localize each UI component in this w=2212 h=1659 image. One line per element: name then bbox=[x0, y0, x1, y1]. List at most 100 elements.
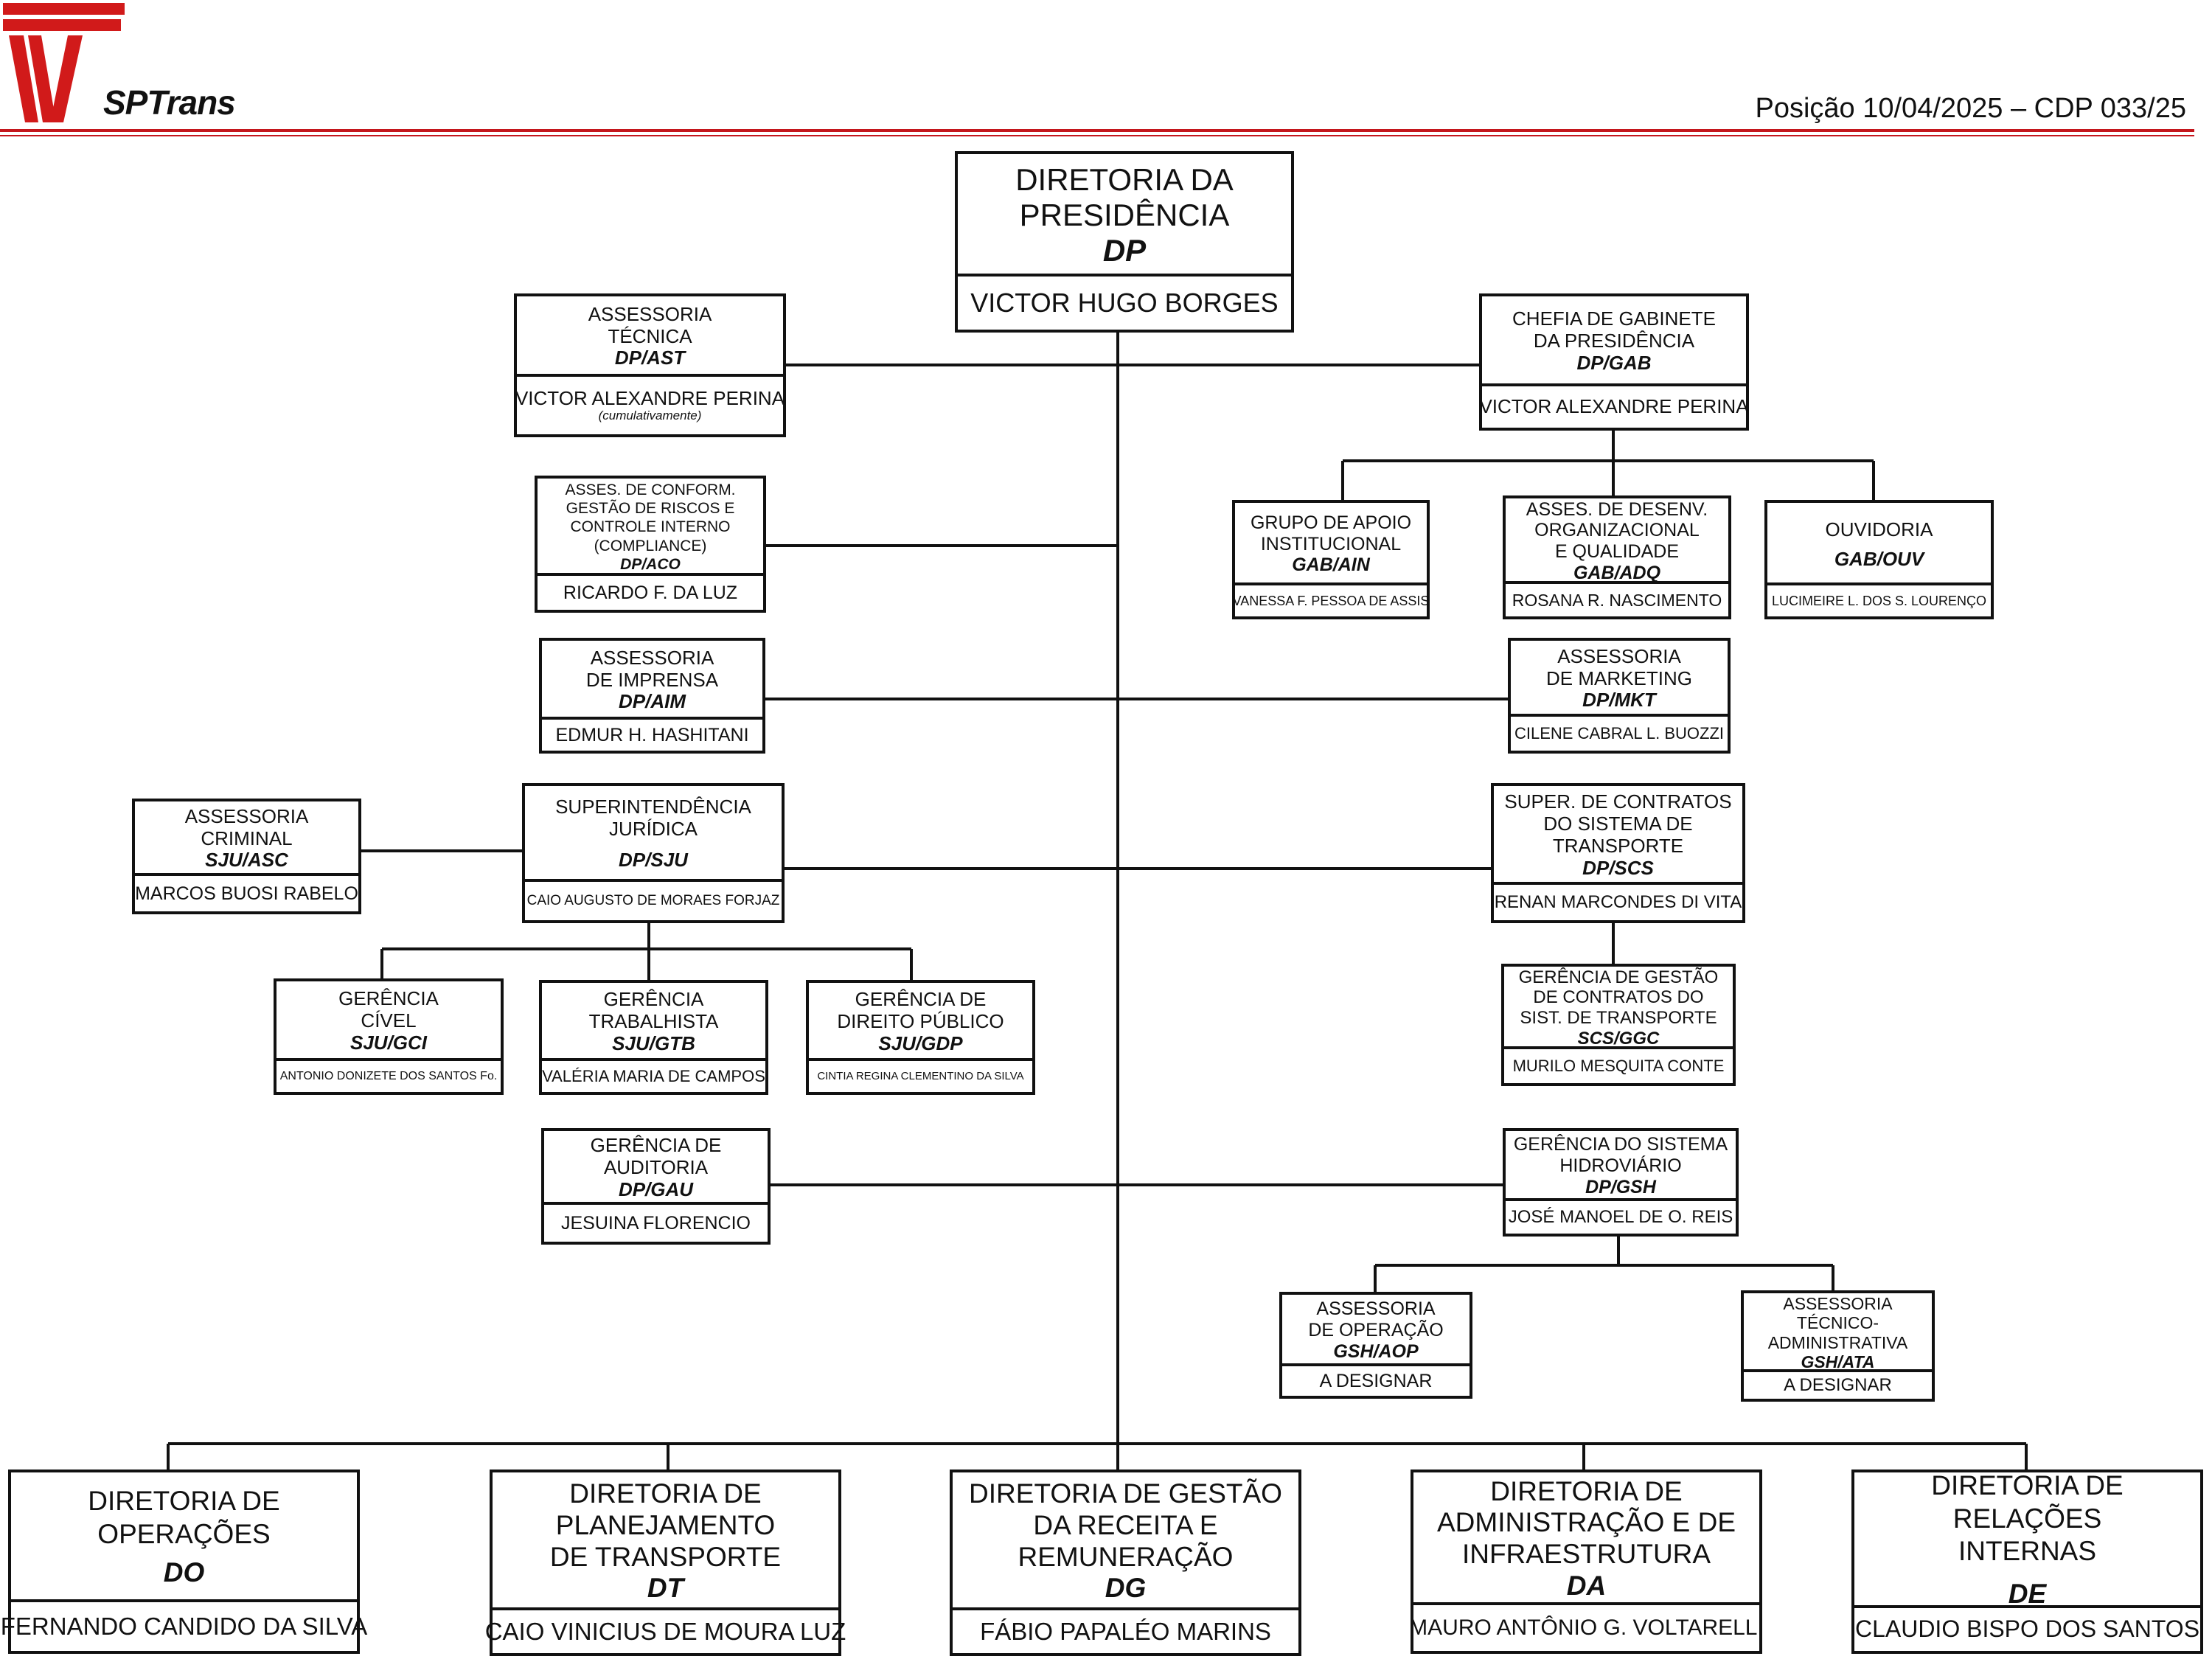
unit-title: DA PRESIDÊNCIA bbox=[1533, 330, 1695, 352]
org-box-gau[interactable]: GERÊNCIA DE AUDITORIA DP/GAU JESUINA FLO… bbox=[541, 1128, 771, 1245]
unit-head: MARCOS BUOSI RABELO bbox=[135, 873, 358, 911]
unit-title: CÍVEL bbox=[361, 1009, 417, 1032]
unit-title: DIRETORIA DE GESTÃO bbox=[969, 1478, 1282, 1509]
unit-title: ASSESSORIA bbox=[1557, 644, 1681, 667]
unit-title: DIREITO PÚBLICO bbox=[837, 1010, 1004, 1033]
unit-code: GAB/AIN bbox=[1292, 554, 1370, 576]
org-box-da[interactable]: DIRETORIA DE ADMINISTRAÇÃO E DE INFRAEST… bbox=[1409, 1470, 1764, 1654]
unit-title: GERÊNCIA bbox=[338, 987, 439, 1010]
unit-title: GERÊNCIA DE GESTÃO bbox=[1518, 967, 1719, 987]
org-box-adq[interactable]: ASSES. DE DESENV. ORGANIZACIONAL E QUALI… bbox=[1503, 495, 1731, 619]
unit-head: CAIO VINICIUS DE MOURA LUZ bbox=[485, 1607, 846, 1653]
unit-code: DP/GSH bbox=[1585, 1176, 1656, 1197]
unit-code: GAB/ADQ bbox=[1573, 562, 1661, 583]
unit-head: RICARDO F. DA LUZ bbox=[538, 573, 763, 610]
header-rule-thin bbox=[0, 135, 2194, 136]
unit-code: SJU/GTB bbox=[612, 1032, 695, 1054]
unit-title: DIRETORIA DE RELAÇÕES bbox=[1931, 1470, 2124, 1534]
org-box-sju[interactable]: SUPERINTENDÊNCIA JURÍDICA DP/SJU CAIO AU… bbox=[522, 783, 785, 923]
unit-title: GESTÃO DE RISCOS E bbox=[566, 500, 735, 518]
unit-title: PLANEJAMENTO bbox=[555, 1509, 776, 1540]
unit-head: FERNANDO CANDIDO DA SILVA bbox=[1, 1599, 367, 1651]
org-box-ast[interactable]: ASSESSORIA TÉCNICA DP/AST VICTOR ALEXAND… bbox=[514, 293, 786, 437]
org-box-ouv[interactable]: OUVIDORIA GAB/OUV LUCIMEIRE L. DOS S. LO… bbox=[1764, 500, 1994, 619]
unit-code: DE bbox=[2008, 1579, 2047, 1610]
org-box-dt[interactable]: DIRETORIA DE PLANEJAMENTO DE TRANSPORTE … bbox=[485, 1470, 846, 1656]
unit-title: ASSESSORIA bbox=[1783, 1293, 1893, 1313]
unit-head: CLAUDIO BISPO DOS SANTOS bbox=[1854, 1605, 2200, 1651]
org-box-dg[interactable]: DIRETORIA DE GESTÃO DA RECEITA E REMUNER… bbox=[950, 1470, 1301, 1656]
org-box-gdp[interactable]: GERÊNCIA DE DIREITO PÚBLICO SJU/GDP CINT… bbox=[806, 980, 1035, 1095]
unit-head: VICTOR ALEXANDRE PERINA bbox=[515, 387, 785, 410]
unit-title: INTERNAS bbox=[1958, 1536, 2097, 1566]
org-box-gci[interactable]: GERÊNCIA CÍVEL SJU/GCI ANTONIO DONIZETE … bbox=[274, 978, 504, 1095]
brand-name: SPTrans bbox=[103, 83, 236, 122]
unit-title: OUVIDORIA bbox=[1825, 518, 1933, 540]
org-box-aco[interactable]: ASSES. DE CONFORM. GESTÃO DE RISCOS E CO… bbox=[535, 476, 766, 613]
unit-title: DA RECEITA E bbox=[1033, 1509, 1218, 1540]
unit-title: CHEFIA DE GABINETE bbox=[1512, 307, 1716, 330]
org-box-gab[interactable]: CHEFIA DE GABINETE DA PRESIDÊNCIA DP/GAB… bbox=[1479, 293, 1749, 431]
sptrans-logo bbox=[3, 3, 125, 122]
unit-title: ASSES. DE CONFORM. bbox=[565, 481, 736, 499]
unit-code: SJU/GDP bbox=[878, 1032, 963, 1054]
unit-title: DE MARKETING bbox=[1546, 667, 1692, 689]
org-box-do[interactable]: DIRETORIA DE OPERAÇÕES DO FERNANDO CANDI… bbox=[1, 1470, 367, 1654]
org-box-gtb[interactable]: GERÊNCIA TRABALHISTA SJU/GTB VALÉRIA MAR… bbox=[539, 980, 768, 1095]
unit-title: INFRAESTRUTURA bbox=[1461, 1539, 1711, 1569]
unit-head: RENAN MARCONDES DI VITA bbox=[1494, 882, 1742, 920]
unit-head: CILENE CABRAL L. BUOZZI bbox=[1511, 714, 1728, 751]
org-box-scs[interactable]: SUPER. DE CONTRATOS DO SISTEMA DE TRANSP… bbox=[1491, 783, 1745, 923]
connector-sju-children bbox=[380, 922, 913, 980]
unit-title: SIST. DE TRANSPORTE bbox=[1520, 1008, 1717, 1028]
org-box-ata[interactable]: ASSESSORIA TÉCNICO- ADMINISTRATIVA GSH/A… bbox=[1741, 1290, 1935, 1402]
unit-title: CRIMINAL bbox=[201, 827, 293, 849]
unit-title: TRABALHISTA bbox=[588, 1010, 719, 1033]
unit-code: DP/AIM bbox=[619, 690, 686, 713]
unit-head: ROSANA R. NASCIMENTO bbox=[1506, 581, 1728, 616]
unit-title: DIRETORIA DE bbox=[88, 1486, 280, 1517]
unit-code: DP/AST bbox=[614, 347, 686, 369]
org-box-mkt[interactable]: ASSESSORIA DE MARKETING DP/MKT CILENE CA… bbox=[1508, 638, 1731, 754]
unit-title: E QUALIDADE bbox=[1554, 541, 1680, 562]
org-box-gsh[interactable]: GERÊNCIA DO SISTEMA HIDROVIÁRIO DP/GSH J… bbox=[1503, 1128, 1739, 1237]
unit-title: GERÊNCIA bbox=[603, 988, 704, 1011]
org-box-de[interactable]: DIRETORIA DE RELAÇÕES INTERNAS DE CLAUDI… bbox=[1851, 1470, 2203, 1654]
unit-head: VALÉRIA MARIA DE CAMPOS bbox=[542, 1058, 765, 1092]
unit-title: ASSES. DE DESENV. bbox=[1526, 498, 1708, 520]
header-rule bbox=[0, 129, 2194, 132]
unit-code: DP/GAU bbox=[618, 1178, 694, 1200]
unit-title: GERÊNCIA DE bbox=[590, 1134, 722, 1157]
connector-gsh-children bbox=[1374, 1237, 1834, 1292]
unit-title: ADMINISTRAÇÃO E DE bbox=[1437, 1507, 1736, 1538]
unit-title: DE IMPRENSA bbox=[585, 668, 719, 691]
unit-title: PRESIDÊNCIA bbox=[1019, 197, 1230, 232]
unit-code: DT bbox=[647, 1573, 684, 1604]
unit-head: A DESIGNAR bbox=[1744, 1369, 1932, 1399]
unit-code: DP/GAB bbox=[1576, 351, 1652, 374]
unit-head: A DESIGNAR bbox=[1282, 1363, 1470, 1396]
unit-title: JURÍDICA bbox=[609, 818, 698, 841]
unit-code: DG bbox=[1105, 1573, 1147, 1604]
connector-directors bbox=[167, 1442, 2028, 1470]
unit-title: INSTITUCIONAL bbox=[1260, 533, 1402, 554]
org-box-ain[interactable]: GRUPO DE APOIO INSTITUCIONAL GAB/AIN VAN… bbox=[1232, 500, 1430, 619]
unit-title: ASSESSORIA bbox=[184, 804, 309, 827]
unit-head: JESUINA FLORENCIO bbox=[544, 1202, 768, 1242]
org-box-asc[interactable]: ASSESSORIA CRIMINAL SJU/ASC MARCOS BUOSI… bbox=[132, 799, 361, 914]
org-box-ggc[interactable]: GERÊNCIA DE GESTÃO DE CONTRATOS DO SIST.… bbox=[1501, 964, 1736, 1086]
unit-head: CAIO AUGUSTO DE MORAES FORJAZ bbox=[525, 879, 782, 920]
unit-title: DIRETORIA DE bbox=[569, 1478, 762, 1509]
unit-code: GAB/OUV bbox=[1834, 548, 1924, 570]
unit-title: DE TRANSPORTE bbox=[549, 1541, 782, 1572]
unit-code: DP/MKT bbox=[1582, 689, 1656, 712]
unit-title: SUPER. DE CONTRATOS bbox=[1504, 790, 1732, 813]
unit-title: DE OPERAÇÃO bbox=[1308, 1320, 1444, 1341]
unit-title: CONTROLE INTERNO bbox=[570, 518, 731, 536]
unit-code: DA bbox=[1566, 1570, 1607, 1601]
org-box-aop[interactable]: ASSESSORIA DE OPERAÇÃO GSH/AOP A DESIGNA… bbox=[1279, 1292, 1472, 1399]
org-box-dp[interactable]: DIRETORIA DA PRESIDÊNCIA DP VICTOR HUGO … bbox=[955, 151, 1294, 333]
org-box-aim[interactable]: ASSESSORIA DE IMPRENSA DP/AIM EDMUR H. H… bbox=[539, 638, 765, 754]
unit-title: GERÊNCIA DO SISTEMA bbox=[1513, 1134, 1728, 1155]
